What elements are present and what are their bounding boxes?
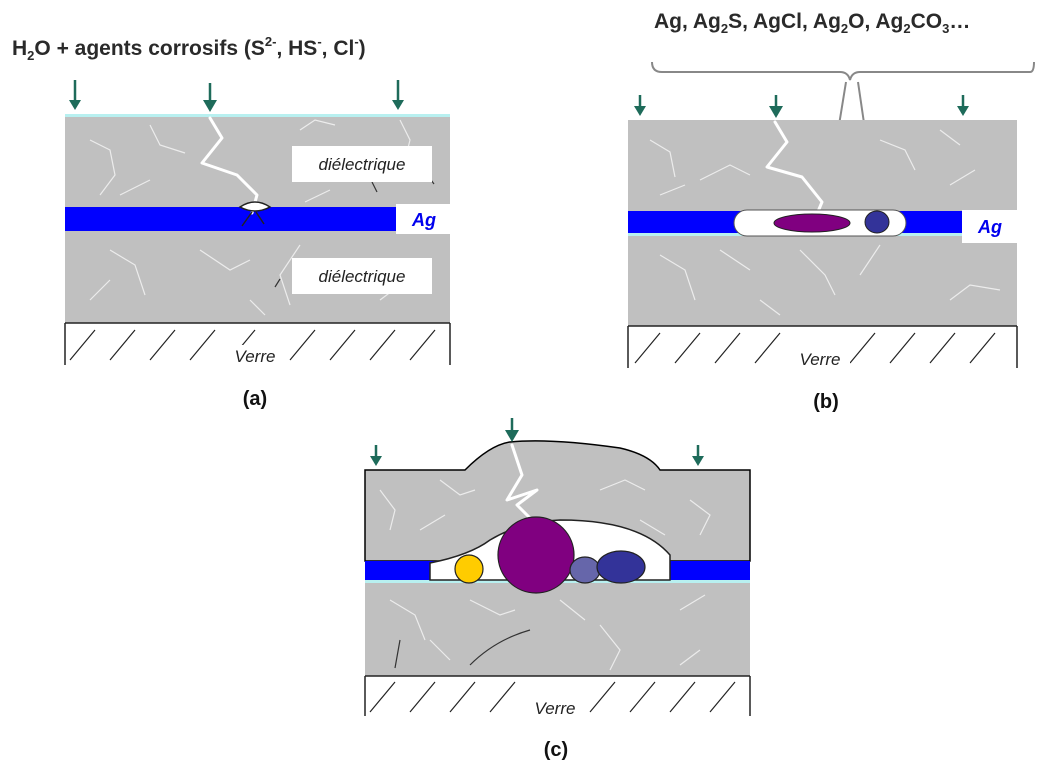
silver-label-box xyxy=(396,204,452,234)
silver-label: Ag xyxy=(977,217,1002,237)
water-arrow-3 xyxy=(692,445,704,466)
caption-c: (c) xyxy=(544,739,568,761)
corrosion-products-title: Ag, Ag2S, AgCl, Ag2O, Ag2CO3… xyxy=(654,10,970,36)
caption-a: (a) xyxy=(243,388,267,410)
agcl-particle xyxy=(596,550,646,584)
glass-label: Verre xyxy=(535,699,576,718)
dielectric-label-box-bottom xyxy=(292,258,432,294)
glass-label: Verre xyxy=(235,347,276,366)
agcl-particle xyxy=(864,210,890,234)
ag2o-particle xyxy=(569,556,601,584)
panel-b: Ag Verre (b) xyxy=(627,95,1020,413)
main-crack xyxy=(765,120,824,216)
silver-label-box xyxy=(962,210,1020,243)
panel-a: diélectrique diélectrique Ag Verre (a) xyxy=(64,80,452,410)
glass-label: Verre xyxy=(800,350,841,369)
dielectric-label-bottom: diélectrique xyxy=(319,267,406,286)
dielectric-bottom-layer xyxy=(628,236,1017,326)
surface-line xyxy=(65,114,450,117)
corrosive-agents-title: H2O + agents corrosifs (S2-, HS-, Cl-) xyxy=(12,34,366,63)
ag2co3-particle xyxy=(454,554,484,584)
ag2s-particle xyxy=(773,213,851,233)
dielectric-label-top: diélectrique xyxy=(319,155,406,174)
main-crack xyxy=(200,116,259,215)
corrosion-void xyxy=(238,201,272,212)
water-arrow-2 xyxy=(505,418,519,442)
silver-label: Ag xyxy=(411,210,436,230)
water-arrow-3 xyxy=(957,95,969,116)
dielectric-bottom-layer xyxy=(365,583,750,676)
water-arrow-3 xyxy=(392,80,404,110)
dielectric-top-layer xyxy=(628,120,1017,211)
dielectric-top-layer xyxy=(364,440,751,562)
ag2s-particle xyxy=(497,516,575,594)
dielectric-label-box-top xyxy=(292,146,432,182)
water-arrow-1 xyxy=(370,445,382,466)
water-arrow-1 xyxy=(69,80,81,110)
water-arrow-2 xyxy=(769,95,783,118)
panel-c: Verre (c) xyxy=(364,418,751,761)
water-arrow-2 xyxy=(203,83,217,112)
products-brace xyxy=(651,61,1035,81)
caption-b: (b) xyxy=(813,391,839,413)
water-arrow-1 xyxy=(634,95,646,116)
